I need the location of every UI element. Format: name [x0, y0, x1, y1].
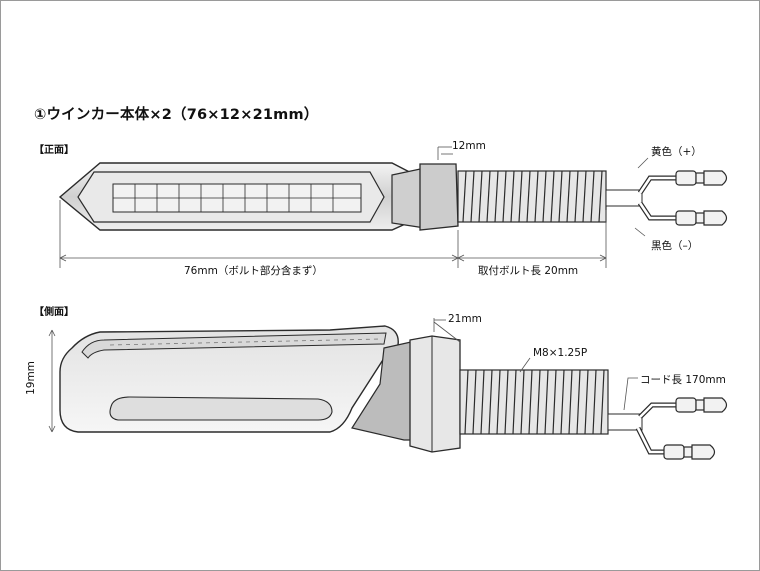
side-connector-lower [663, 444, 716, 460]
front-view-label: 【正面】 [34, 145, 74, 156]
front-wire-minus-core [638, 202, 676, 220]
wire-plus-label: 黄色（+） [651, 146, 702, 158]
front-cable [605, 189, 643, 207]
side-cable [607, 413, 643, 431]
front-wire-plus-core [638, 176, 676, 194]
side-dimension-lines [48, 318, 461, 433]
leader-minus [634, 227, 646, 237]
front-head-block [419, 163, 459, 231]
side-lens-dash [109, 338, 381, 346]
front-dim-body-label: 76mm（ボルト部分含まず） [184, 265, 323, 277]
front-view-drawing [58, 146, 728, 268]
side-wire-lower-core [636, 427, 664, 454]
front-connector-plus [675, 170, 728, 186]
page-title: ①ウインカー本体×2（76×12×21mm） [34, 107, 319, 123]
wire-minus-label: 黒色（–） [651, 240, 699, 252]
side-connector-upper [675, 397, 728, 413]
leader-cord [623, 377, 638, 411]
front-dimension-lines [59, 146, 607, 268]
leader-plus [637, 157, 649, 169]
front-dim-head-label: 12mm [452, 140, 486, 152]
side-lens-band [81, 332, 387, 359]
front-dim-bolt-label: 取付ボルト長 20mm [478, 265, 579, 277]
side-dim-head-label: 21mm [448, 313, 482, 325]
side-dim-height-label: 19mm [24, 361, 37, 395]
front-thread-lines [462, 170, 603, 223]
side-recess [109, 396, 333, 421]
side-wire-lower [635, 426, 664, 455]
side-view-label: 【側面】 [34, 307, 74, 318]
side-threaded-bolt [459, 369, 609, 435]
thread-spec-label: M8×1.25P [533, 347, 588, 359]
leader-thread [519, 357, 531, 373]
side-thread-lines [464, 369, 605, 435]
side-wire-upper-core [639, 403, 676, 418]
front-connector-minus [675, 210, 728, 226]
front-led-cells [113, 184, 361, 212]
cord-length-label: コード長 170mm [640, 374, 726, 386]
side-head-block [409, 335, 461, 453]
side-view-drawing [48, 318, 728, 460]
